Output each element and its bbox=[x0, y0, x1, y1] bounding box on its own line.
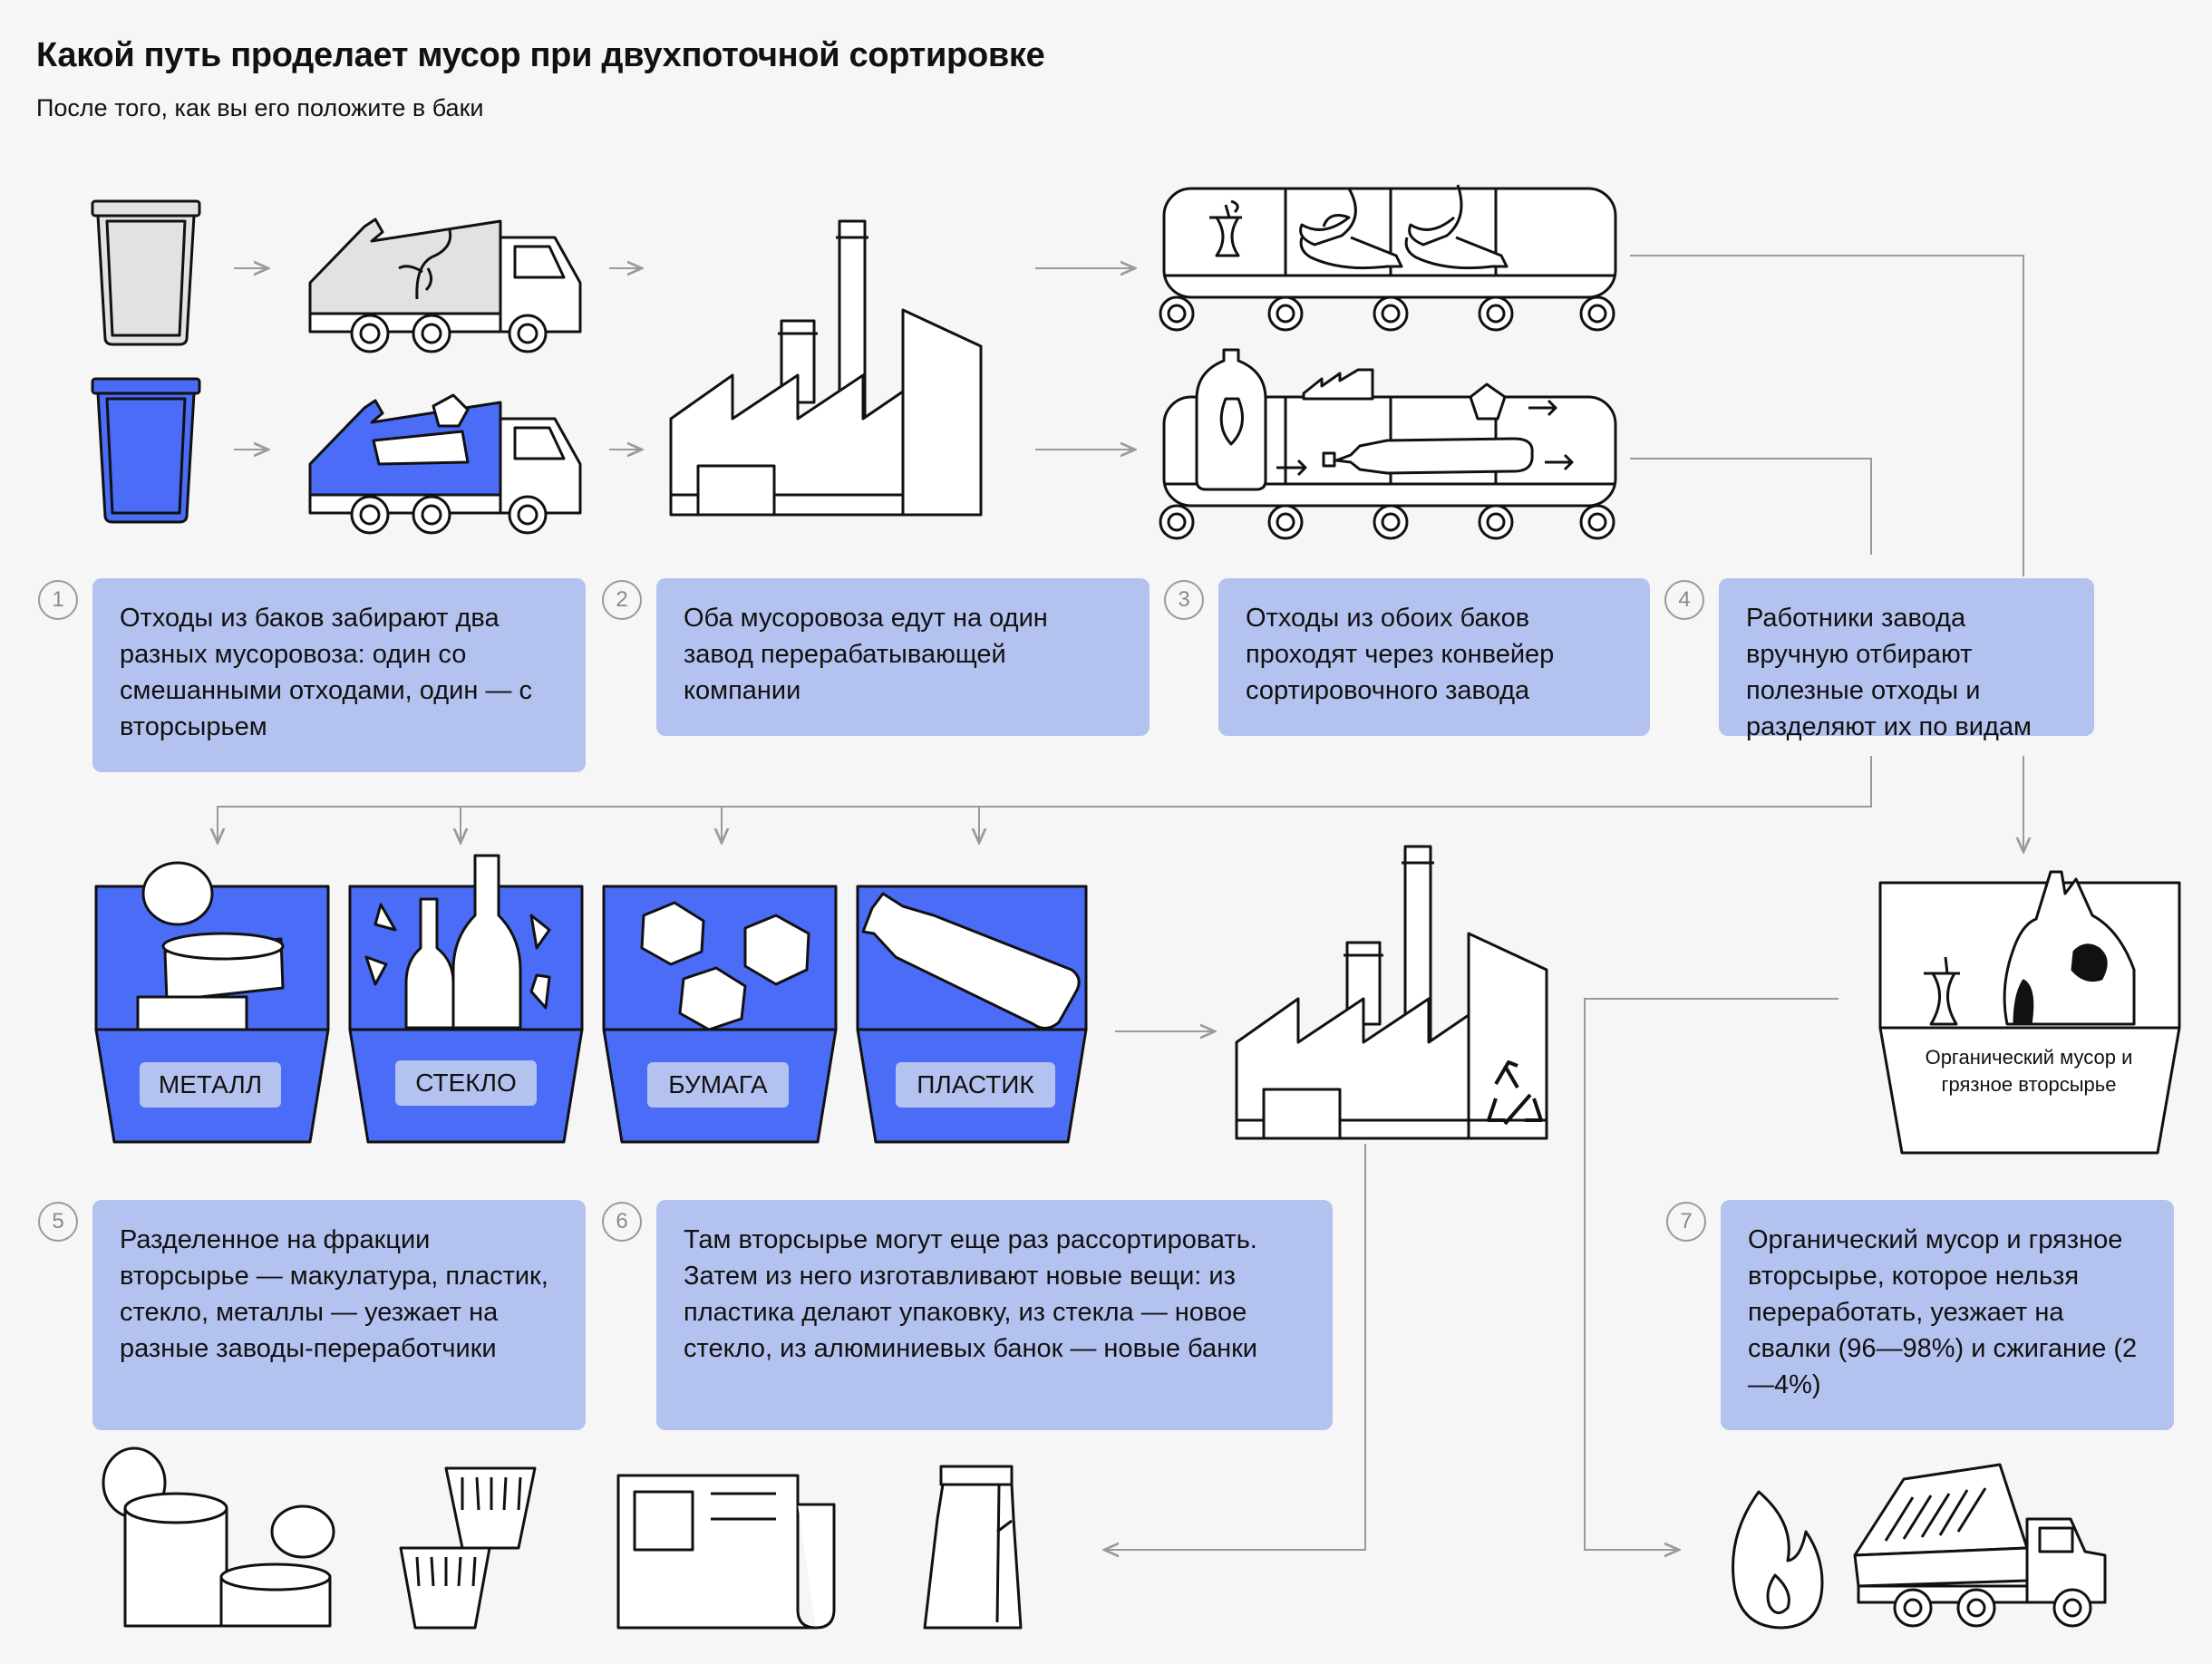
new-glass-cups-icon bbox=[399, 1466, 537, 1630]
bin-glass-icon bbox=[348, 854, 584, 1144]
landfill-container-icon bbox=[1878, 870, 2181, 1155]
step-number-4: 4 bbox=[1664, 580, 1704, 620]
step-number-6: 6 bbox=[602, 1202, 642, 1242]
conveyor-recyclables-icon bbox=[1159, 348, 1617, 540]
page-subtitle: После того, как вы его положите в баки bbox=[36, 94, 484, 121]
step-number-5: 5 bbox=[38, 1202, 78, 1242]
flow-connectors bbox=[218, 255, 2023, 1550]
step-card-7: Органический мусор и грязное вторсырье, … bbox=[1721, 1200, 2174, 1430]
mixed-waste-bin-icon bbox=[91, 199, 201, 346]
incineration-flame-icon bbox=[1732, 1490, 1824, 1630]
step-card-3: Отходы из обоих баков проходят через кон… bbox=[1218, 578, 1650, 736]
step-number-1: 1 bbox=[38, 580, 78, 620]
recycling-factory-icon bbox=[1235, 845, 1548, 1140]
recyclables-bin-icon bbox=[91, 377, 201, 524]
step-card-4: Работники завода вручную отбирают полезн… bbox=[1719, 578, 2094, 741]
bin-label-metal: МЕТАЛЛ bbox=[140, 1062, 281, 1108]
page-title: Какой путь проделает мусор при двухпоточ… bbox=[36, 36, 1045, 74]
new-packaging-icon bbox=[923, 1465, 1023, 1630]
step-card-1: Отходы из баков забирают два разных мусо… bbox=[92, 578, 586, 772]
step-number-7: 7 bbox=[1666, 1202, 1706, 1242]
step-number-2: 2 bbox=[602, 580, 642, 620]
bin-label-plastic: ПЛАСТИК bbox=[896, 1062, 1055, 1108]
bin-label-paper: БУМАГА bbox=[647, 1062, 789, 1108]
bin-label-glass: СТЕКЛО bbox=[395, 1060, 537, 1106]
new-cans-icon bbox=[102, 1446, 335, 1628]
factory-icon bbox=[669, 219, 983, 517]
step-card-5: Разделенное на фракции вторсырье — макул… bbox=[92, 1200, 586, 1430]
conveyor-organic-icon bbox=[1159, 184, 1617, 332]
bin-plastic-icon bbox=[856, 885, 1088, 1144]
step-card-6: Там вторсырье могут еще раз рассортирова… bbox=[656, 1200, 1333, 1430]
step-card-2: Оба мусоровоза едут на один завод перера… bbox=[656, 578, 1150, 736]
landfill-dump-truck-icon bbox=[1853, 1463, 2107, 1628]
bin-paper-icon bbox=[602, 885, 838, 1144]
step-number-3: 3 bbox=[1164, 580, 1204, 620]
recyclables-truck-icon bbox=[308, 393, 582, 535]
new-newspaper-icon bbox=[616, 1474, 836, 1630]
mixed-waste-truck-icon bbox=[308, 218, 582, 353]
landfill-label: Органический мусор и грязное вторсырье bbox=[1925, 1046, 2133, 1096]
